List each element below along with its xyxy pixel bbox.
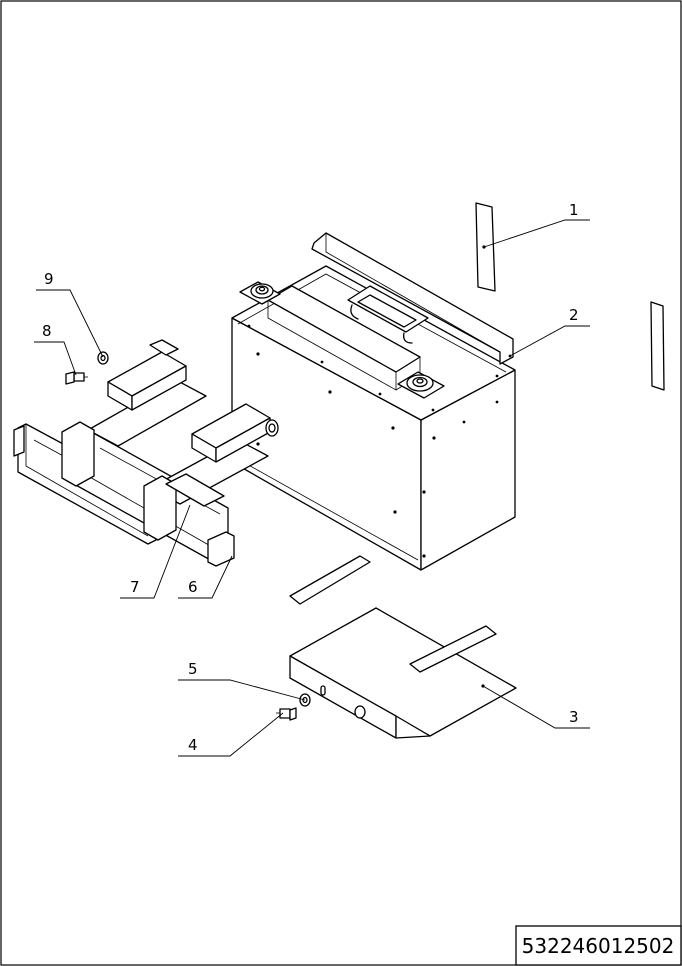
part-1-pad [475, 202, 496, 292]
callout-6: 6 [188, 578, 198, 596]
part-2-battery [231, 232, 516, 571]
callout-labels: 1 2 3 4 5 6 7 8 9 [42, 201, 579, 754]
battery-screws [247, 324, 512, 558]
part-4-screw [276, 707, 297, 721]
callout-3: 3 [569, 708, 579, 726]
leader-lines [34, 219, 590, 757]
callout-5: 5 [188, 660, 198, 678]
part-7-bracket [13, 339, 279, 567]
callout-4: 4 [188, 736, 198, 754]
terminal-left [239, 281, 281, 305]
callout-7: 7 [130, 578, 140, 596]
part-9-washer [97, 351, 109, 365]
callout-8: 8 [42, 322, 52, 340]
part-3-tray [289, 555, 517, 739]
drawing-number-box: 532246012502 [515, 925, 682, 966]
part-8-screw [65, 371, 88, 385]
callout-2: 2 [569, 306, 579, 324]
callout-9: 9 [44, 270, 54, 288]
drawing-number: 532246012502 [522, 934, 675, 958]
terminal-right [397, 371, 445, 399]
side-pad-strip [650, 301, 665, 391]
callout-1: 1 [569, 201, 579, 219]
